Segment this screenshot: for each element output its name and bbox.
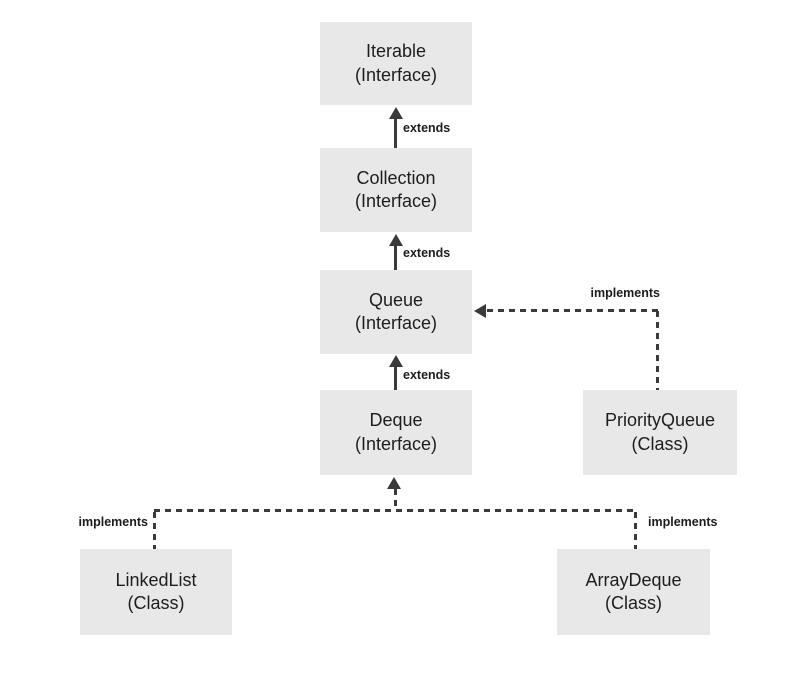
edge-linkedlist-implements-deque-vertical	[153, 512, 156, 549]
node-queue-kind: (Interface)	[354, 313, 438, 333]
node-collection: Collection (Interface)	[320, 148, 472, 232]
node-deque-kind: (Interface)	[354, 433, 438, 454]
edge-queue-extends-collection	[394, 245, 397, 270]
edge-collection-extends-iterable	[394, 118, 397, 148]
node-arraydeque-kind: (Class)	[605, 593, 662, 613]
node-queue-name: Queue	[368, 289, 424, 310]
edge-label-implements-arraydeque: implements	[648, 515, 718, 529]
arrow-up-icon	[389, 234, 403, 246]
edge-implements-deque-stub	[394, 489, 397, 509]
node-iterable-kind: (Interface)	[354, 64, 438, 85]
node-linkedlist: LinkedList (Class)	[80, 549, 232, 635]
node-collection-name: Collection	[356, 167, 436, 188]
edge-label-implements-linkedlist: implements	[78, 515, 148, 529]
arrow-up-icon	[387, 477, 401, 489]
edge-label-extends-3: extends	[403, 368, 451, 382]
edge-implements-deque-horizontal	[154, 509, 637, 512]
edge-label-extends-2: extends	[403, 246, 451, 260]
node-deque-name: Deque	[369, 410, 423, 431]
node-iterable: Iterable (Interface)	[320, 22, 472, 105]
node-queue: Queue (Interface)	[320, 270, 472, 354]
node-priorityqueue: PriorityQueue (Class)	[583, 390, 737, 475]
node-priorityqueue-kind: (Class)	[631, 433, 689, 454]
node-linkedlist-kind: (Class)	[127, 593, 185, 613]
arrow-left-icon	[474, 304, 486, 318]
node-arraydeque: ArrayDeque (Class)	[557, 549, 710, 635]
edge-arraydeque-implements-deque-vertical	[634, 512, 637, 549]
arrow-up-icon	[389, 355, 403, 367]
edge-label-extends-1: extends	[403, 121, 451, 135]
node-priorityqueue-name: PriorityQueue	[604, 410, 716, 431]
arrow-up-icon	[389, 107, 403, 119]
edge-priorityqueue-implements-queue-vertical	[656, 311, 659, 390]
node-collection-kind: (Interface)	[354, 191, 438, 211]
node-arraydeque-name: ArrayDeque	[585, 569, 682, 590]
edge-priorityqueue-implements-queue-horizontal	[487, 309, 658, 312]
node-iterable-name: Iterable	[365, 41, 427, 62]
node-deque: Deque (Interface)	[320, 390, 472, 475]
node-linkedlist-name: LinkedList	[115, 569, 197, 590]
edge-deque-extends-queue	[394, 366, 397, 390]
edge-label-implements-priorityqueue: implements	[590, 286, 660, 300]
